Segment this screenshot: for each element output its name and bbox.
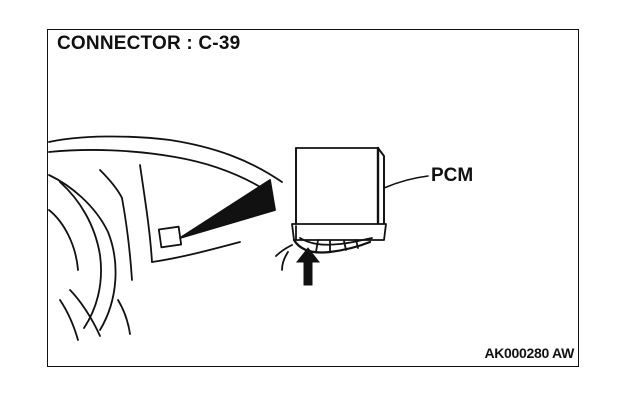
- pcm-leader-line: [383, 175, 429, 189]
- pointer-wedge: [179, 179, 276, 239]
- dashboard-outline: [48, 135, 283, 183]
- pcm-module: [275, 146, 387, 271]
- figure-code: AK000280 AW: [484, 345, 574, 361]
- pcm-label: PCM: [431, 165, 474, 186]
- connector-arrow: [295, 247, 321, 286]
- connector-title: CONNECTOR : C-39: [57, 33, 241, 54]
- connector-location-marker: [157, 225, 183, 249]
- steering-wheel: [48, 174, 117, 331]
